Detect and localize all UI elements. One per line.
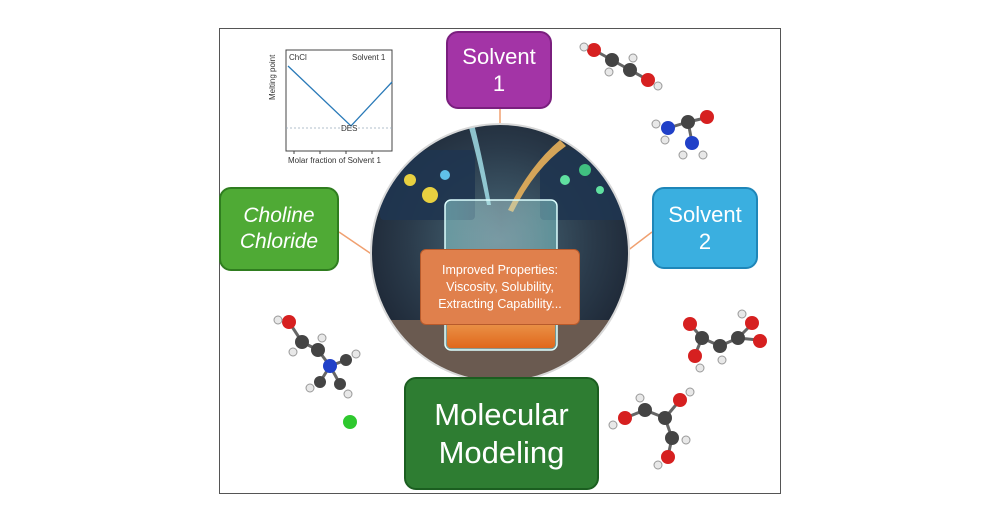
inset-plot	[285, 49, 393, 154]
modeling-label-line2: Modeling	[438, 434, 565, 470]
solvent-1-box: Solvent 1	[446, 31, 552, 109]
molecule-ethylene-glycol	[579, 42, 663, 91]
plot-minimum-label: DES	[341, 124, 358, 133]
melting-curve	[287, 65, 393, 127]
plot-right-corner-label: Solvent 1	[352, 53, 386, 62]
choline-label-line1: Choline	[243, 204, 315, 227]
choline-label-line2: Chloride	[239, 230, 319, 253]
molecule-glycerol	[608, 387, 695, 470]
solvent-1-label-line2: 1	[492, 71, 506, 96]
molecule-urea	[651, 110, 714, 160]
modeling-label-line1: Molecular	[434, 396, 569, 432]
improved-line-3: Extracting Capability...	[438, 296, 562, 311]
improved-line-2: Viscosity, Solubility,	[446, 279, 554, 294]
molecule-choline	[273, 315, 361, 429]
solvent-2-box: Solvent 2	[652, 187, 758, 269]
improved-line-1: Improved Properties:	[441, 262, 559, 277]
solvent-1-label-line1: Solvent	[462, 44, 536, 69]
choline-chloride-box: Choline Chloride	[219, 187, 339, 271]
solvent-2-label-line2: 2	[698, 229, 712, 254]
solvent-2-label-line1: Solvent	[668, 202, 742, 227]
plot-y-axis-label: Melting point	[268, 54, 277, 100]
molecular-modeling-box: Molecular Modeling	[404, 377, 599, 490]
molecule-malonic-acid	[683, 309, 767, 373]
plot-x-axis-label: Molar fraction of Solvent 1	[288, 156, 381, 165]
improved-properties-box: Improved Properties: Viscosity, Solubili…	[420, 249, 580, 325]
plot-left-corner-label: ChCl	[289, 53, 307, 62]
